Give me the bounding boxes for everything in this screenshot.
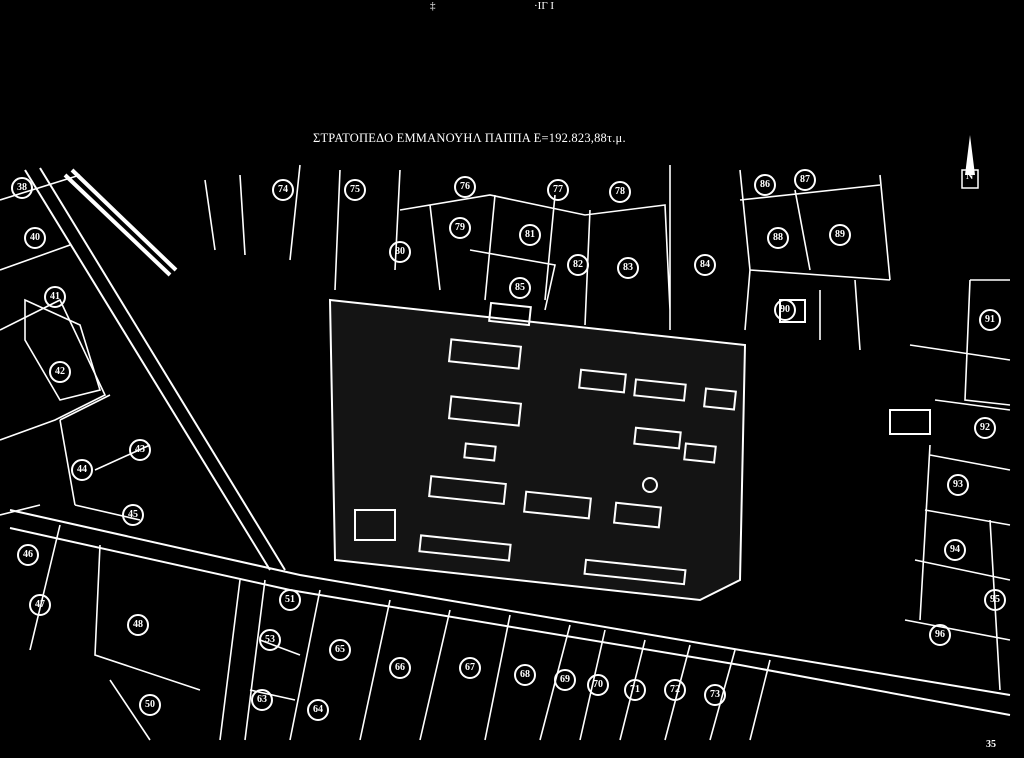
camp-boundary (328, 298, 747, 602)
parcel-label: 92 (974, 417, 996, 439)
parcel-label: 41 (44, 286, 66, 308)
north-arrow-label: N (966, 171, 974, 182)
header-mark-right: ·ΙΓ Ι (534, 0, 555, 12)
parcel-boundaries (0, 164, 1011, 741)
camp-buildings (354, 299, 931, 586)
parcel-label: 76 (454, 176, 476, 198)
parcel-label: 86 (754, 174, 776, 196)
parcel-label: 63 (251, 689, 273, 711)
parcel-label: 46 (17, 544, 39, 566)
parcel-label: 93 (947, 474, 969, 496)
left-parcels (0, 174, 151, 521)
right-parcels (904, 279, 1011, 691)
parcel-label: 45 (122, 504, 144, 526)
parcel-label: 94 (944, 539, 966, 561)
parcel-label: 67 (459, 657, 481, 679)
parcel-label: 75 (344, 179, 366, 201)
horizontal-road (9, 509, 1011, 716)
parcel-label: 95 (984, 589, 1006, 611)
parcel-label: 91 (979, 309, 1001, 331)
parcel-label: 79 (449, 217, 471, 239)
parcel-label: 43 (129, 439, 151, 461)
parcel-label: 78 (609, 181, 631, 203)
top-parcels (204, 164, 891, 351)
parcel-label: 38 (11, 177, 33, 199)
parcel-label: 82 (567, 254, 589, 276)
parcel-label: 68 (514, 664, 536, 686)
parcel-label: 70 (587, 674, 609, 696)
parcel-label: 96 (929, 624, 951, 646)
rail-strip (63, 168, 178, 277)
parcel-label: 51 (279, 589, 301, 611)
parcel-label: 69 (554, 669, 576, 691)
parcel-label: 40 (24, 227, 46, 249)
parcel-label: 85 (509, 277, 531, 299)
parcel-label: 74 (272, 179, 294, 201)
parcel-label: 84 (694, 254, 716, 276)
parcel-label: 42 (49, 361, 71, 383)
parcel-label: 50 (139, 694, 161, 716)
parcel-label: 81 (519, 224, 541, 246)
header-mark-left: ‡ (430, 0, 436, 12)
parcel-label: 72 (664, 679, 686, 701)
north-arrow-icon (961, 135, 979, 189)
parcel-label: 71 (624, 679, 646, 701)
parcel-label: 83 (617, 257, 639, 279)
parcel-label: 77 (547, 179, 569, 201)
parcel-label: 65 (329, 639, 351, 661)
parcel-label: 88 (767, 227, 789, 249)
parcel-label: 64 (307, 699, 329, 721)
parcel-label: 44 (71, 459, 93, 481)
parcel-label: 73 (704, 684, 726, 706)
map-title: ΣΤΡΑΤΟΠΕΔΟ ΕΜΜΑΝΟΥΗΛ ΠΑΠΠΑ Ε=192.823,88τ… (313, 131, 626, 145)
parcel-42-outline (24, 298, 102, 401)
parcel-label: 53 (259, 629, 281, 651)
parcel-label: 87 (794, 169, 816, 191)
page-number: 35 (986, 739, 996, 750)
camp-compound (328, 298, 931, 602)
diagonal-road (24, 167, 286, 571)
parcel-label: 66 (389, 657, 411, 679)
parcel-label: 80 (389, 241, 411, 263)
parcel-label: 48 (127, 614, 149, 636)
parcel-label: 47 (29, 594, 51, 616)
parcel-label: 90 (774, 299, 796, 321)
parcel-label: 89 (829, 224, 851, 246)
